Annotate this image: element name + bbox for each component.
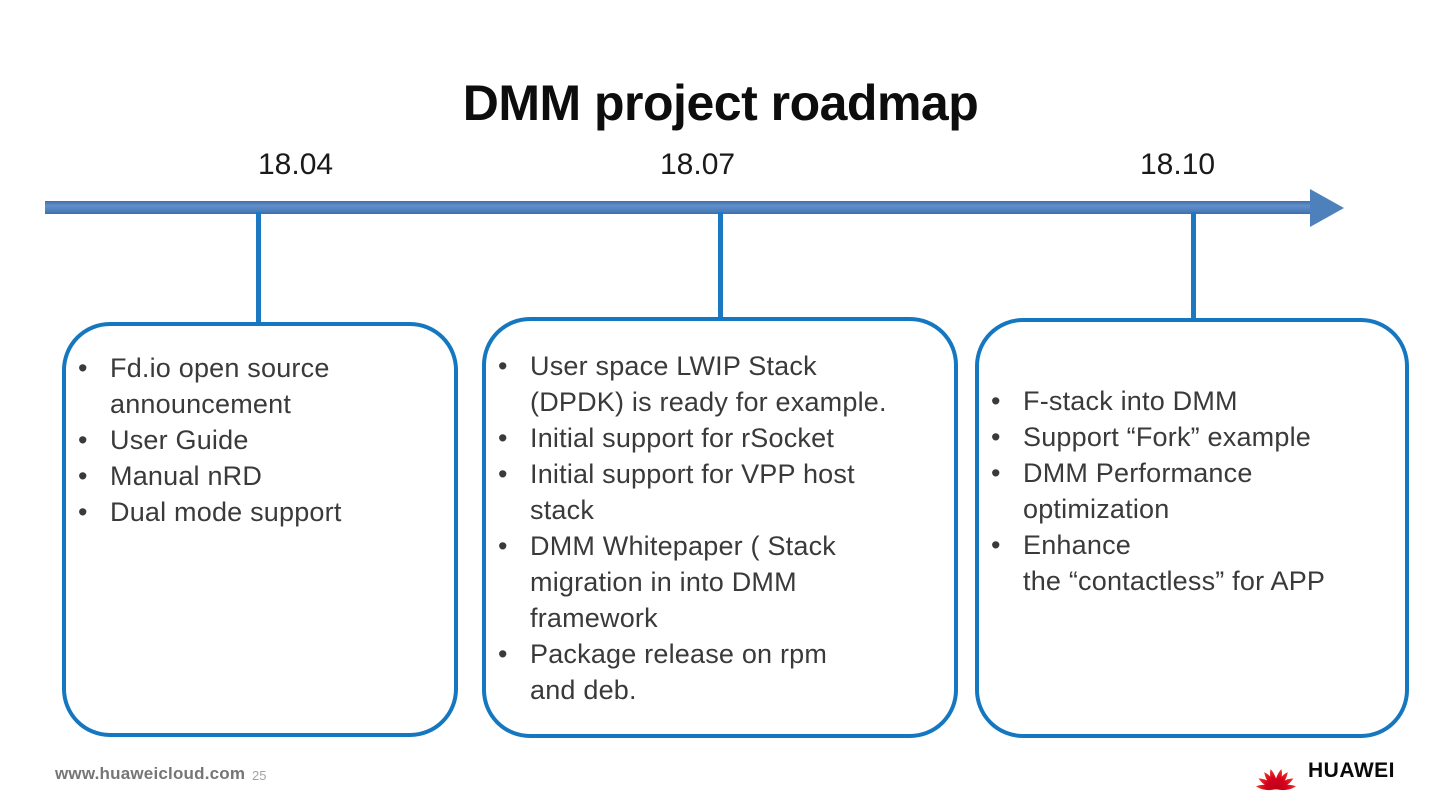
huawei-logo: HUAWEI — [1251, 750, 1395, 792]
page-title: DMM project roadmap — [462, 74, 979, 131]
connector-line-2 — [718, 212, 723, 318]
timeline-bar — [45, 201, 1312, 214]
milestone-items-list: F-stack into DMMSupport “Fork” exampleDM… — [979, 383, 1399, 599]
roadmap-item: Initial support for rSocket — [486, 420, 948, 456]
page-number: 25 — [252, 768, 267, 783]
milestone-date-1807: 18.07 — [660, 148, 736, 181]
roadmap-item: Support “Fork” example — [979, 419, 1399, 455]
roadmap-item: Enhance the “contactless” for APP — [979, 527, 1399, 599]
roadmap-item: Dual mode support — [66, 494, 446, 530]
milestone-items-list: User space LWIP Stack (DPDK) is ready fo… — [486, 348, 948, 708]
roadmap-item: F-stack into DMM — [979, 383, 1399, 419]
connector-line-1 — [256, 212, 261, 322]
roadmap-item: DMM Whitepaper ( Stack migration in into… — [486, 528, 948, 636]
connector-line-3 — [1191, 212, 1196, 319]
milestone-items-list: Fd.io open source announcementUser Guide… — [66, 350, 446, 530]
huawei-logo-text: HUAWEI — [1308, 759, 1395, 782]
roadmap-item: DMM Performance optimization — [979, 455, 1399, 527]
milestone-date-1810: 18.10 — [1140, 148, 1216, 181]
milestone-box-1807: User space LWIP Stack (DPDK) is ready fo… — [482, 317, 958, 738]
milestone-box-1810: F-stack into DMMSupport “Fork” exampleDM… — [975, 318, 1409, 738]
roadmap-item: Initial support for VPP host stack — [486, 456, 948, 528]
milestone-box-1804: Fd.io open source announcementUser Guide… — [62, 322, 458, 737]
roadmap-item: User space LWIP Stack (DPDK) is ready fo… — [486, 348, 948, 420]
timeline-arrow-icon — [1310, 189, 1344, 227]
footer-website: www.huaweicloud.com — [55, 764, 246, 783]
roadmap-item: Manual nRD — [66, 458, 446, 494]
roadmap-item: User Guide — [66, 422, 446, 458]
milestone-date-1804: 18.04 — [258, 148, 334, 181]
huawei-flower-icon — [1256, 769, 1296, 791]
roadmap-item: Package release on rpm and deb. — [486, 636, 948, 708]
roadmap-item: Fd.io open source announcement — [66, 350, 446, 422]
